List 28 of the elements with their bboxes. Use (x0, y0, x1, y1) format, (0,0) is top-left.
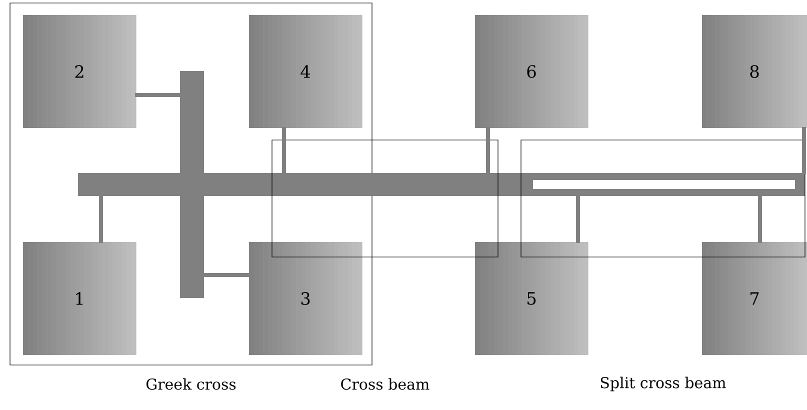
frame-label: Greek cross (146, 378, 236, 390)
connector (802, 127, 806, 174)
connector (576, 195, 580, 243)
numbered-box: 6 (475, 15, 588, 128)
node-label: 8 (750, 65, 759, 78)
node-label: 1 (76, 292, 83, 305)
numbered-box: 8 (702, 15, 807, 128)
connector (486, 127, 490, 174)
node-label: 4 (300, 65, 310, 78)
node-label: 6 (527, 65, 536, 78)
numbered-box: 3 (249, 242, 362, 355)
caption: Split cross beam (600, 376, 726, 392)
caption: Cross beam (341, 378, 430, 390)
connector (282, 127, 286, 174)
node-label: 5 (528, 292, 536, 305)
numbered-box: 1 (23, 242, 136, 355)
connector (135, 93, 181, 97)
numbered-box: 4 (249, 15, 362, 128)
connector (758, 195, 762, 243)
connector (99, 195, 104, 243)
numbered-box: 7 (702, 242, 807, 355)
connector (203, 273, 250, 277)
numbered-box: 2 (23, 15, 136, 128)
numbered-box: 5 (475, 242, 588, 355)
node-label: 7 (750, 292, 759, 305)
node-label: 3 (301, 292, 310, 305)
beam (180, 71, 204, 298)
node-label: 2 (75, 65, 84, 78)
